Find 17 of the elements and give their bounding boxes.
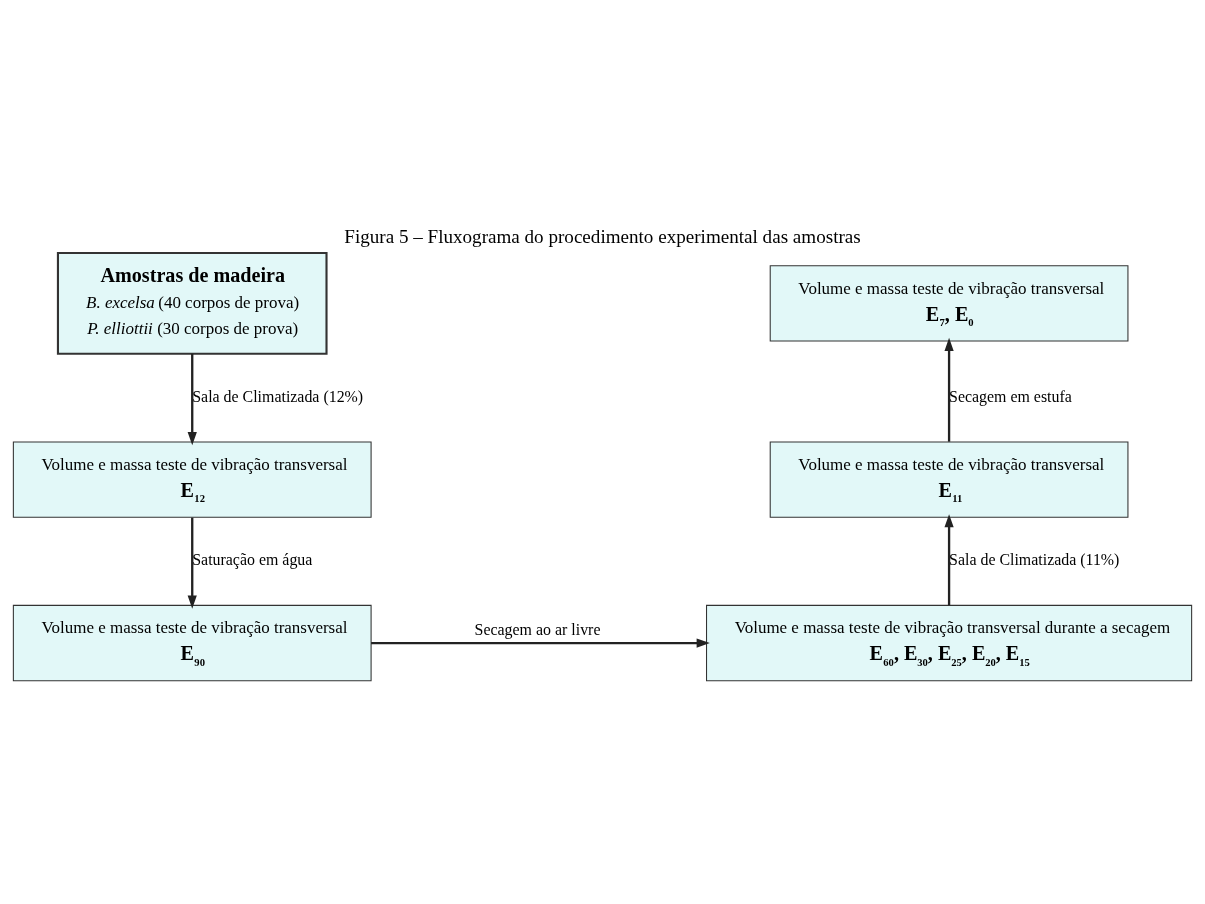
arrow: [944, 514, 954, 606]
node-box: Volume e massa teste de vibração transversal E$_{11}$: [769, 441, 1129, 518]
node-box: Volume e massa teste de vibração transversal E$_{7}$, E$_{0}$: [769, 265, 1129, 342]
node-box: Volume e massa teste de vibração transversal durante a secagem E$_{60}$, E$_{30}$, E$_{25}$, E$_{20}$, E$_{15}$: [706, 604, 1193, 682]
node-box: Volume e massa teste de vibração transversal E$_{12}$: [12, 441, 372, 518]
edge-label: Saturação em água: [192, 551, 313, 569]
node-box: Amostras de madeira B. excelsa (40 corpos de prova) P. elliottii (30 corpos de prova): [56, 251, 328, 355]
edge-label: Sala de Climatizada (11%): [949, 551, 1120, 569]
arrow: [187, 353, 197, 446]
arrow: [371, 638, 710, 648]
diagram-title: Figura 5 – Fluxograma do procedimento experimental das amostras: [344, 225, 861, 247]
node-box: Volume e massa teste de vibração transversal E$_{90}$: [12, 604, 372, 682]
edge-label: Secagem ao ar livre: [474, 620, 601, 638]
arrow: [944, 337, 954, 442]
edge-label: Sala de Climatizada (12%): [192, 387, 364, 405]
arrow: [187, 517, 197, 609]
edge-label: Secagem em estufa: [949, 387, 1072, 405]
